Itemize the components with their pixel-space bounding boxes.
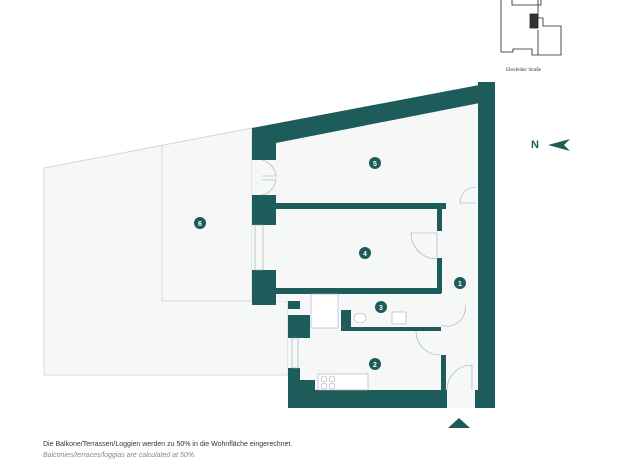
room-marker-6: 6 — [194, 217, 206, 229]
terrace-6 — [43, 127, 289, 376]
svg-text:2: 2 — [373, 362, 377, 369]
room-marker-1: 1 — [454, 277, 466, 289]
north-label: N — [531, 139, 539, 151]
site-plan-thumbnail — [500, 0, 562, 56]
walls — [252, 82, 495, 408]
room-marker-4: 4 — [359, 247, 371, 259]
north-arrow-icon — [548, 139, 570, 151]
doors — [254, 159, 477, 391]
shower-tray — [310, 293, 339, 329]
toilet — [353, 312, 367, 324]
svg-text:6: 6 — [198, 221, 202, 228]
svg-text:4: 4 — [363, 251, 367, 258]
room-markers: 5 4 1 3 2 6 — [194, 157, 466, 370]
street-label: Eberfelder Straße — [506, 68, 542, 73]
room-marker-3: 3 — [375, 301, 387, 313]
balcony-note-en: Balconies/terraces/loggias are calculate… — [43, 452, 196, 459]
svg-text:1: 1 — [458, 281, 462, 288]
balcony-note-de: Die Balkone/Terrassen/Loggien werden zu … — [43, 441, 293, 448]
room-marker-2: 2 — [369, 358, 381, 370]
svg-text:5: 5 — [373, 161, 377, 168]
washbasin — [391, 311, 407, 325]
svg-text:3: 3 — [379, 305, 383, 312]
fixtures — [310, 293, 407, 391]
entrance-arrow-icon — [448, 418, 470, 428]
room-marker-5: 5 — [369, 157, 381, 169]
